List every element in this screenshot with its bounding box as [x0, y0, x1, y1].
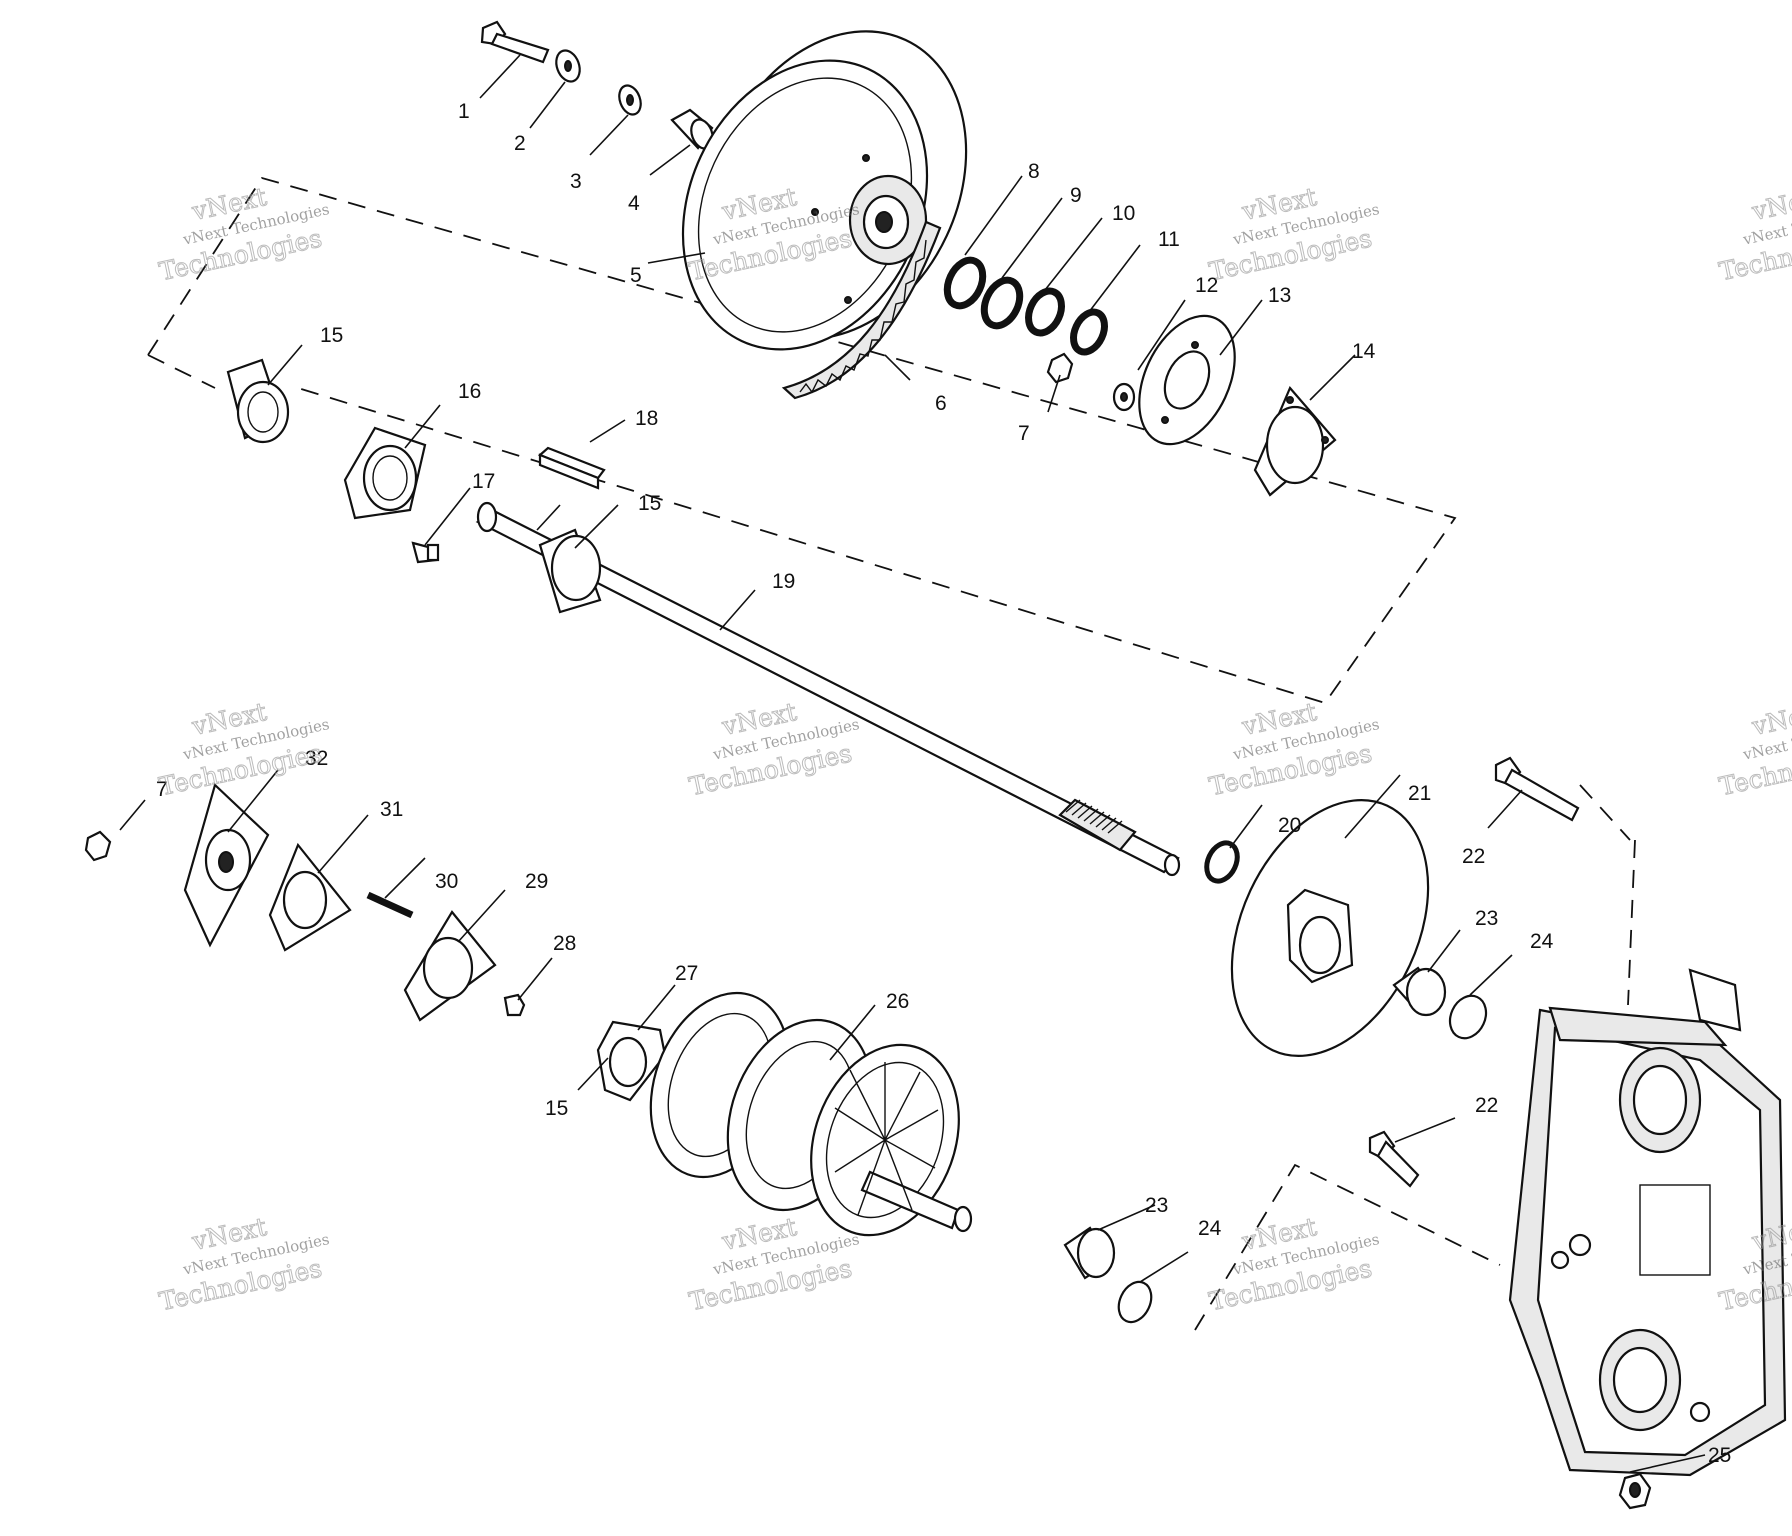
watermark-tile-7: vNext vNext Technologies Technologies: [156, 1212, 331, 1317]
nut-part-7-upper: [1046, 352, 1074, 384]
callout-25: 25: [1708, 1444, 1731, 1467]
watermark-tile-1: vNext vNext Technologies Technologies: [156, 182, 331, 287]
callout-5: 5: [630, 264, 642, 287]
callout-14: 14: [1352, 340, 1376, 363]
bolt-part-1: [480, 20, 550, 64]
callout-29: 29: [525, 870, 548, 893]
bolt-part-22-upper: [1494, 756, 1580, 822]
bearing-part-23-upper: [1392, 966, 1447, 1017]
nut-part-25: [1618, 1472, 1652, 1510]
shaft-part-19: [475, 501, 1181, 877]
callout-12: 12: [1195, 274, 1218, 297]
key-part-18: [537, 446, 606, 490]
callout-32: 32: [305, 747, 328, 770]
svg-text:vNext: vNext: [1749, 182, 1792, 226]
washer-part-2: [555, 49, 581, 83]
callout-15-middle: 15: [638, 492, 661, 515]
callout-20: 20: [1278, 814, 1301, 837]
callout-22-lower: 22: [1475, 1094, 1498, 1117]
gasket-part-31: [268, 842, 352, 952]
watermark-tile-4: vNext vNext Technologies Technologies: [156, 697, 331, 802]
chaincase-housing: [1508, 968, 1787, 1477]
ring-part-10: [1025, 287, 1065, 337]
svg-text:vNext: vNext: [1749, 697, 1792, 741]
bearing-part-23-lower: [1063, 1226, 1116, 1280]
callout-31: 31: [380, 798, 403, 821]
callout-11: 11: [1158, 228, 1180, 251]
bearing-flange-part-16: [343, 426, 427, 520]
callout-10: 10: [1112, 202, 1135, 225]
callout-1: 1: [458, 100, 470, 123]
assembly-boundary-upper: [147, 176, 1457, 705]
seal-part-24-lower: [1117, 1280, 1153, 1324]
callout-19: 19: [772, 570, 795, 593]
callout-16: 16: [458, 380, 481, 403]
nut-part-28: [503, 993, 526, 1017]
watermark-tile-9: vNext vNext Technologies Technologies: [1206, 1212, 1381, 1317]
washer-part-3: [618, 84, 642, 116]
callout-3: 3: [570, 170, 582, 193]
callout-labels: 1 2 3 4 5 6 7 8 9 10 11 12 13 14 15 16 1…: [156, 100, 1731, 1467]
bearing-flange-part-29: [403, 910, 497, 1022]
callout-15-upper: 15: [320, 324, 343, 347]
pin-part-30: [366, 891, 414, 919]
watermark-tile-2: vNext vNext Technologies Technologies: [686, 182, 861, 287]
callout-18: 18: [635, 407, 658, 430]
ring-part-9: [980, 276, 1024, 330]
retainer-plate-part-13: [1138, 314, 1236, 446]
callout-27: 27: [675, 962, 698, 985]
callout-21: 21: [1408, 782, 1431, 805]
bearing-flange-part-14: [1253, 385, 1337, 497]
washer-part-12: [1112, 382, 1136, 412]
ring-part-11: [1070, 308, 1108, 356]
bearing-part-15-upper: [226, 358, 290, 444]
drive-shaft-sprockets-part-26: [649, 991, 973, 1237]
watermark-tile-11: vNext vNext Technologies Technologies: [1716, 697, 1792, 802]
drive-chain-part-6: [781, 220, 942, 400]
callout-23-upper: 23: [1475, 907, 1498, 930]
circlip-part-20: [1204, 840, 1240, 884]
driven-sprocket-part-5: [681, 30, 968, 351]
callout-24-lower: 24: [1198, 1217, 1222, 1240]
watermark-tile-10: vNext vNext Technologies Technologies: [1716, 182, 1792, 287]
leader-lines: [119, 54, 1706, 1473]
callout-30: 30: [435, 870, 458, 893]
ring-part-8: [943, 256, 987, 310]
callout-7-lower: 7: [156, 778, 168, 801]
callout-7-upper: 7: [1018, 422, 1030, 445]
watermark-tile-3: vNext vNext Technologies Technologies: [1206, 182, 1381, 287]
bearing-part-15-middle: [538, 528, 602, 614]
watermark-tile-6: vNext vNext Technologies Technologies: [1206, 697, 1381, 802]
bearing-housing-part-32: [183, 782, 270, 948]
callout-26: 26: [886, 990, 909, 1013]
callout-15-lower: 15: [545, 1097, 568, 1120]
callout-24-upper: 24: [1530, 930, 1554, 953]
callout-9: 9: [1070, 184, 1082, 207]
callout-22-upper: 22: [1462, 845, 1485, 868]
bearing-flange-part-27: [596, 1020, 667, 1102]
callout-2: 2: [514, 132, 526, 155]
callout-13: 13: [1268, 284, 1291, 307]
spacer-part-4: [670, 108, 714, 150]
callout-23-lower: 23: [1145, 1194, 1168, 1217]
bolt-part-22-lower: [1368, 1130, 1420, 1188]
callout-6: 6: [935, 392, 947, 415]
callout-8: 8: [1028, 160, 1040, 183]
callout-17: 17: [472, 470, 495, 493]
seal-part-24-upper: [1448, 994, 1488, 1040]
callout-4: 4: [628, 192, 640, 215]
brake-disc-part-21: [1230, 799, 1430, 1057]
nut-part-7-lower: [84, 830, 112, 862]
callout-28: 28: [553, 932, 576, 955]
bolt-part-17: [411, 541, 440, 564]
